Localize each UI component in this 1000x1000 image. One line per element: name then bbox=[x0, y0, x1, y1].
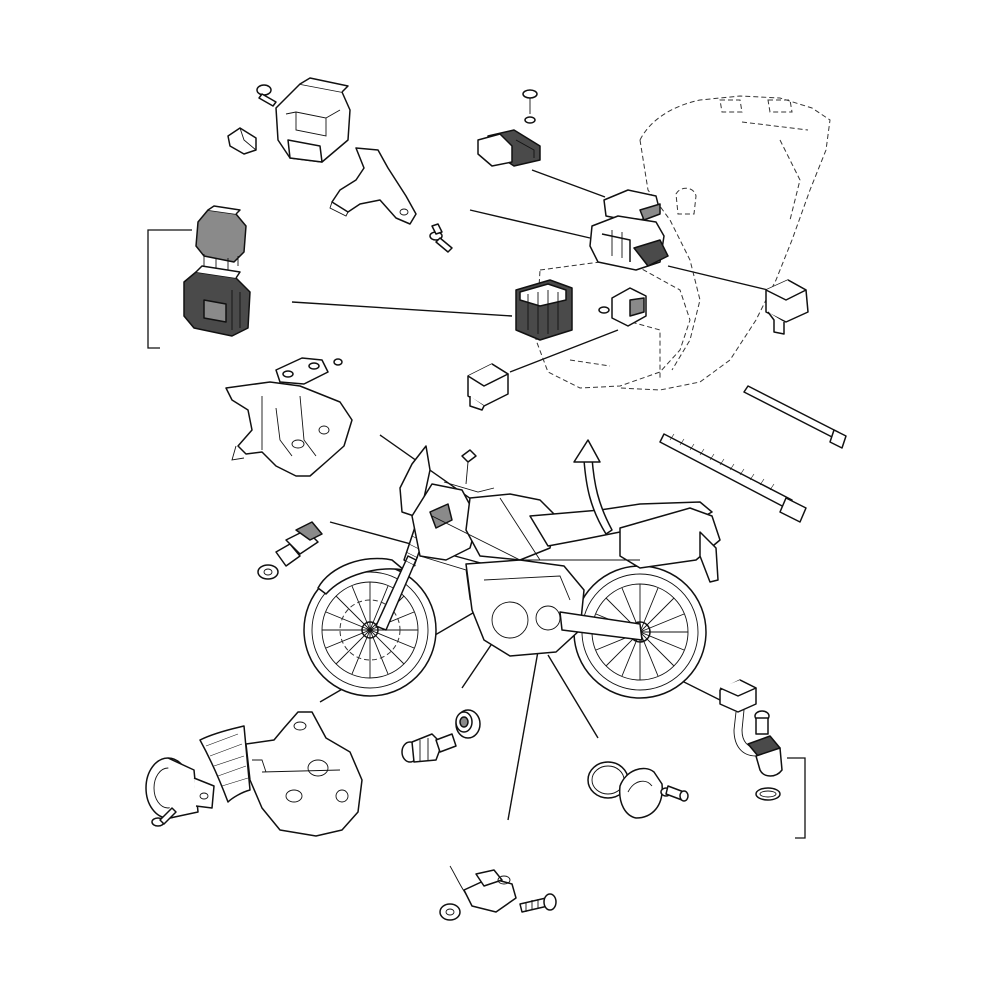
connector-right bbox=[765, 279, 809, 335]
bolt-icon bbox=[754, 710, 770, 735]
fuse-box-cluster bbox=[515, 189, 669, 341]
screw-icon bbox=[256, 84, 277, 107]
headlight-stay-bracket bbox=[225, 357, 353, 477]
sidestand-switch bbox=[439, 865, 557, 921]
relay-assembly-top bbox=[227, 77, 351, 163]
screw-icon bbox=[522, 89, 538, 124]
nut-icon bbox=[439, 903, 461, 921]
cable-tie-long bbox=[659, 433, 807, 523]
bolt-icon bbox=[429, 223, 453, 253]
horn-assembly bbox=[145, 711, 363, 837]
bolt-icon bbox=[151, 807, 177, 827]
cable-tie-short bbox=[743, 385, 847, 449]
relay-mounting-bracket bbox=[329, 147, 453, 253]
neutral-switch-grommet bbox=[401, 709, 481, 763]
bolt-icon bbox=[519, 893, 557, 913]
curved-arrow-icon bbox=[573, 439, 613, 535]
bracket-speed-sensor bbox=[787, 757, 806, 839]
connector-top-center bbox=[477, 89, 541, 167]
speed-sensor bbox=[719, 679, 783, 801]
relay-pair bbox=[183, 205, 251, 337]
bolt-icon bbox=[660, 785, 689, 802]
leader-lines bbox=[291, 169, 769, 821]
frame-rear-tank-outline bbox=[535, 95, 831, 391]
pickup-sensor bbox=[587, 761, 689, 819]
motorcycle bbox=[303, 445, 721, 699]
bracket-relay-pair bbox=[147, 229, 192, 349]
connector-left bbox=[467, 363, 509, 411]
temperature-sensor bbox=[257, 521, 323, 580]
